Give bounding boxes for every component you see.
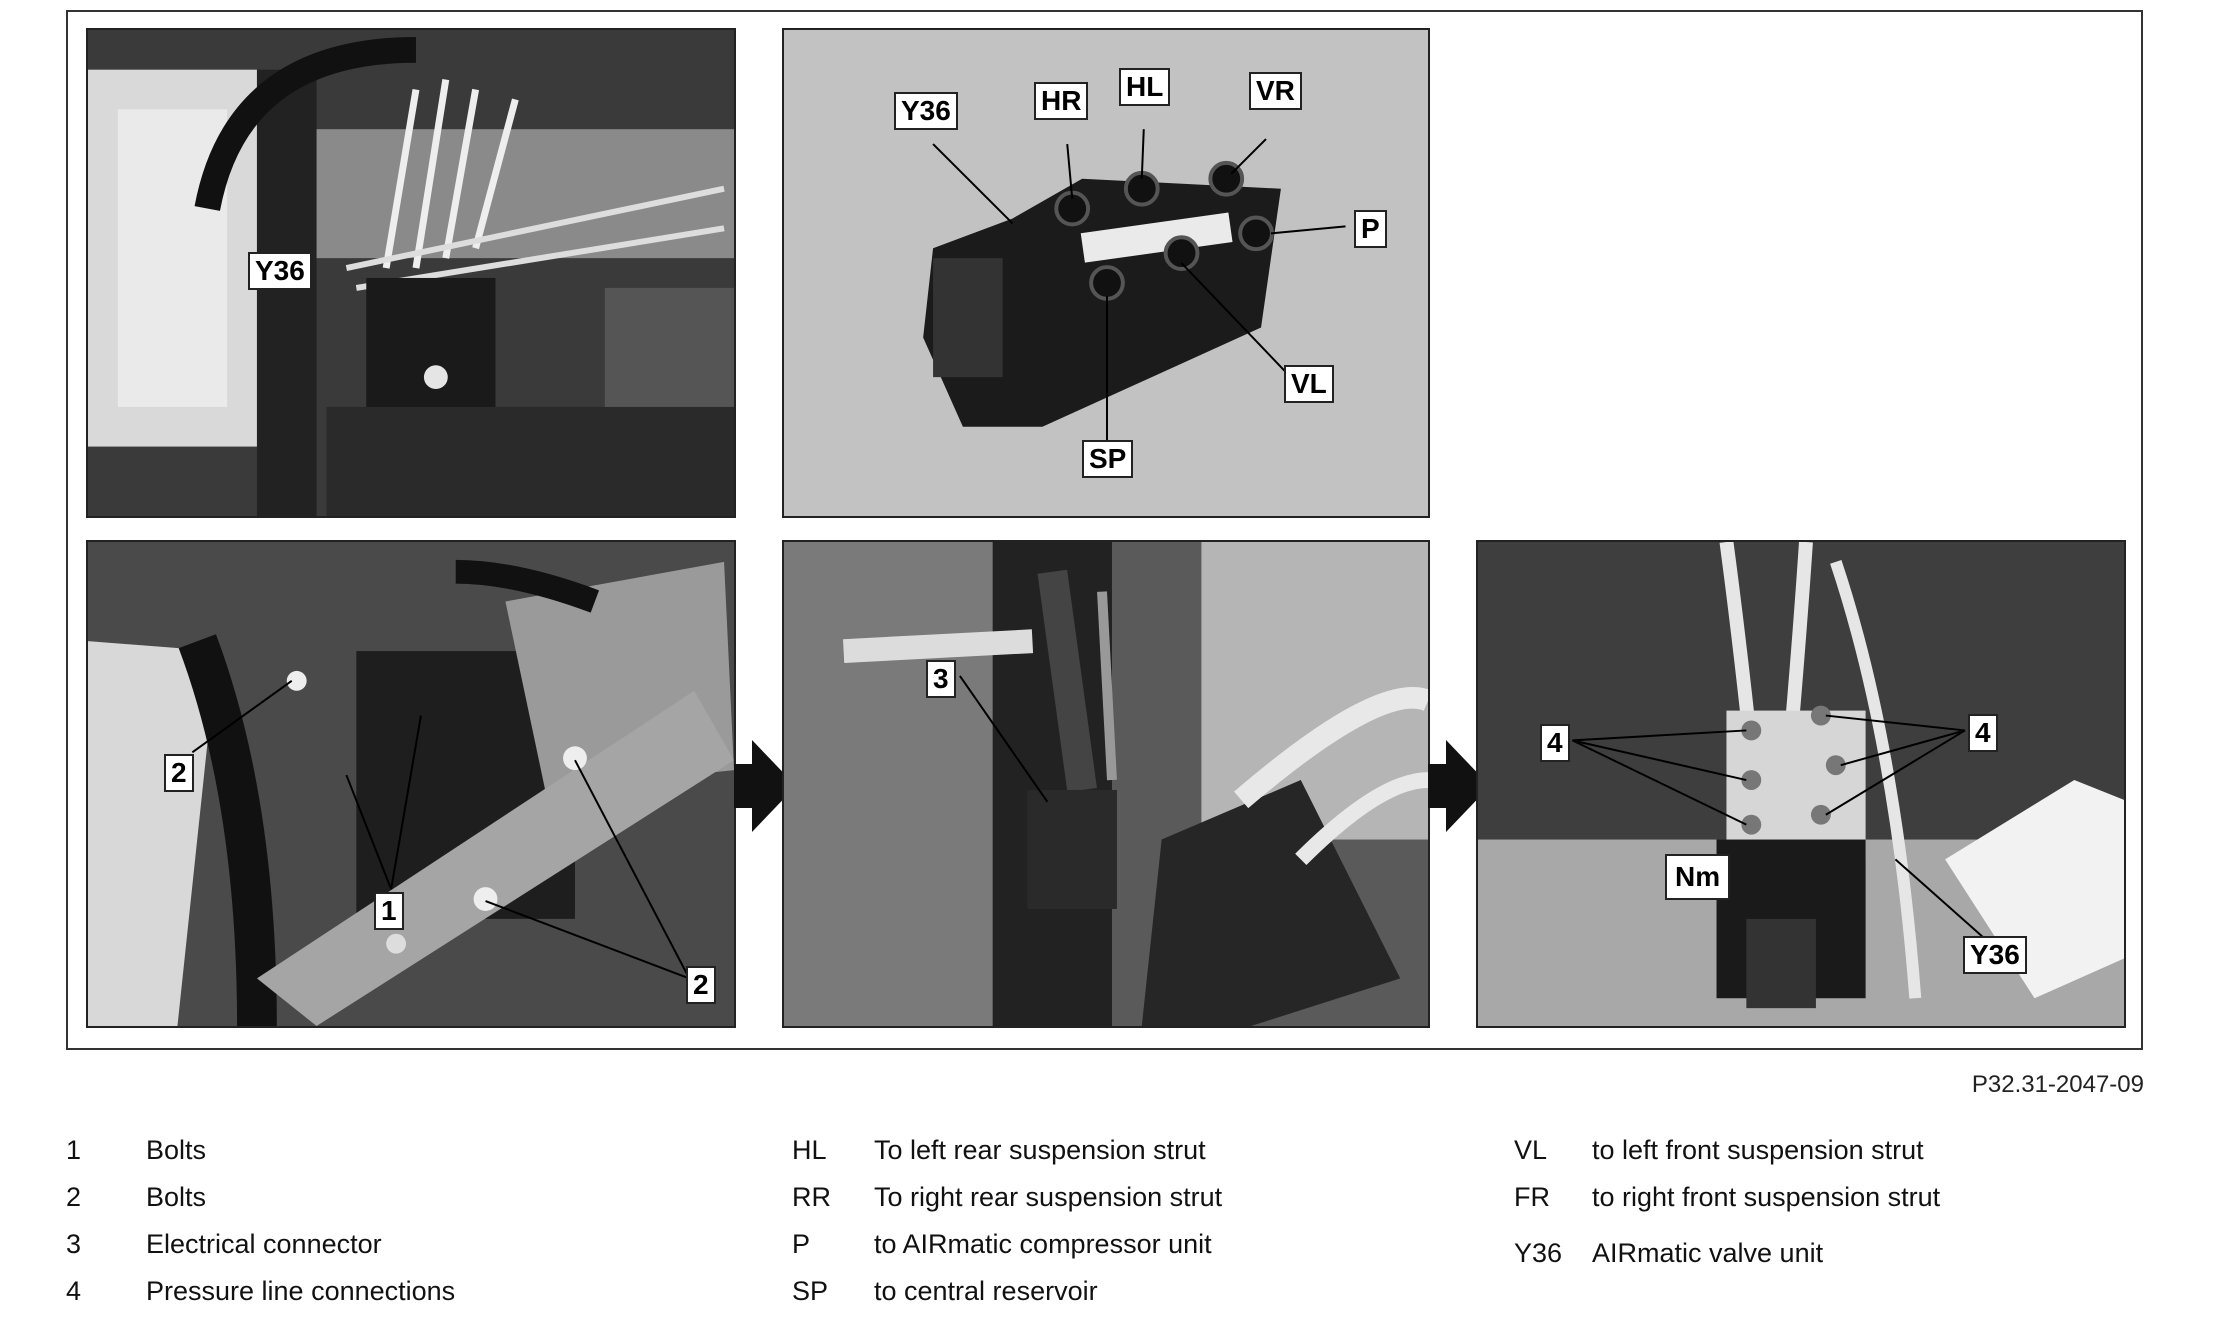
photo-valve-unit-graphic xyxy=(784,30,1428,516)
callout-hl: HL xyxy=(1119,68,1171,106)
callout-torque-nm: Nm xyxy=(1665,854,1731,900)
figure-id: P32.31-2047-09 xyxy=(1971,1071,2144,1098)
legend-key: VL xyxy=(1514,1135,1548,1165)
legend-text: to AIRmatic compressor unit xyxy=(874,1229,1212,1259)
callout-bolt-2-right: 2 xyxy=(686,966,716,1004)
legend-key: 3 xyxy=(66,1229,82,1259)
legend-text: Bolts xyxy=(146,1135,207,1165)
photo-engine-bay-valve-location: Y36 xyxy=(86,28,736,518)
callout-vr: VR xyxy=(1249,72,1302,110)
legend-key: 4 xyxy=(66,1276,82,1306)
legend-text: AIRmatic valve unit xyxy=(1592,1238,1824,1268)
callout-hr: HR xyxy=(1034,82,1089,120)
legend-key: 2 xyxy=(66,1182,82,1212)
callout-y36: Y36 xyxy=(248,252,312,290)
callout-y36: Y36 xyxy=(1963,936,2027,974)
callout-vl: VL xyxy=(1284,365,1334,403)
legend-key: Y36 xyxy=(1514,1238,1563,1268)
legend-text: To left rear suspension strut xyxy=(874,1135,1206,1165)
legend-text: Electrical connector xyxy=(146,1229,382,1259)
legend-key: HL xyxy=(792,1135,827,1165)
callout-pressure-4-right: 4 xyxy=(1968,714,1998,752)
callout-y36: Y36 xyxy=(894,92,958,130)
callout-connector-3: 3 xyxy=(926,660,956,698)
legend-text: to right front suspension strut xyxy=(1592,1182,1941,1212)
photo-connector-graphic xyxy=(784,542,1428,1026)
legend-key: P xyxy=(792,1229,811,1259)
photo-pressure-lines: 4 4 Nm Y36 xyxy=(1476,540,2126,1028)
callout-bolt-1: 1 xyxy=(374,892,404,930)
photo-engine-bay-graphic xyxy=(88,30,734,516)
legend-key: 1 xyxy=(66,1135,82,1165)
photo-pressure-lines-graphic xyxy=(1478,542,2124,1026)
legend-key: RR xyxy=(792,1182,831,1212)
legend-text: to left front suspension strut xyxy=(1592,1135,1924,1165)
photo-bolts-graphic xyxy=(88,542,734,1026)
photo-bolts-removal: 2 1 2 xyxy=(86,540,736,1028)
legend-key: SP xyxy=(792,1276,829,1306)
photo-electrical-connector: 3 xyxy=(782,540,1430,1028)
callout-bolt-2-left: 2 xyxy=(164,754,194,792)
legend-text: Pressure line connections xyxy=(146,1276,456,1306)
legend-text: Bolts xyxy=(146,1182,207,1212)
photo-valve-unit-closeup: Y36 HR HL VR P VL SP xyxy=(782,28,1430,518)
callout-sp: SP xyxy=(1082,440,1134,478)
callout-p: P xyxy=(1354,210,1387,248)
legend-key: FR xyxy=(1514,1182,1550,1212)
legend-text: To right rear suspension strut xyxy=(874,1182,1223,1212)
legend-text: to central reservoir xyxy=(874,1276,1098,1306)
callout-pressure-4-left: 4 xyxy=(1540,724,1570,762)
